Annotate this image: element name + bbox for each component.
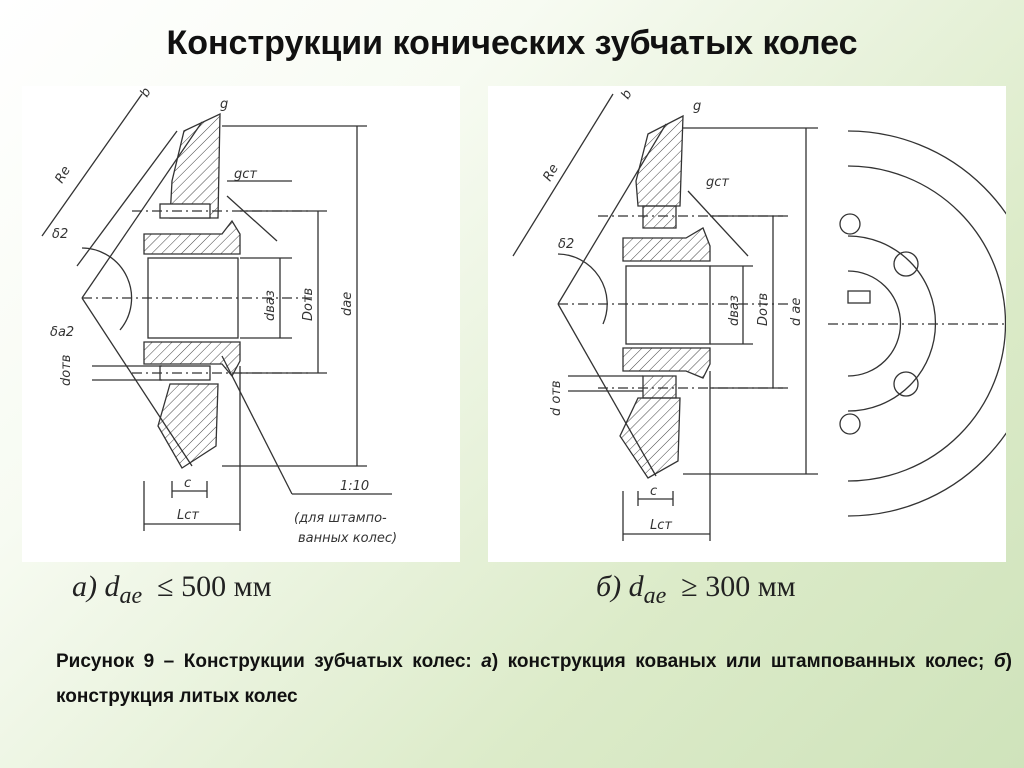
label-Dotv: Dотв (756, 293, 771, 326)
caption-label-a: а (481, 651, 492, 672)
formula-b: б) dae ≥ 300 мм (596, 570, 796, 610)
drawing-forged-gear-svg: b g Re gст δ2 δa2 dотв dваз Dотв dae c L… (41, 86, 397, 546)
formula-b-relation: ≥ 300 мм (681, 570, 796, 603)
label-gst: gст (706, 175, 729, 190)
formula-b-prefix: б) (596, 570, 622, 603)
label-Dotv: Dотв (301, 288, 316, 321)
label-dvaz: dваз (263, 290, 278, 321)
caption-label-b: б (993, 651, 1006, 672)
formula-b-sub: ae (643, 583, 667, 609)
hub-upper-section (622, 227, 711, 262)
web-lower (642, 375, 677, 399)
label-delta2: δ2 (52, 227, 68, 242)
label-Re: Re (540, 162, 562, 184)
web-upper (642, 205, 677, 229)
keyway (847, 290, 871, 304)
bore (625, 265, 711, 345)
label-dae: dae (340, 292, 355, 316)
label-Re: Re (52, 164, 74, 186)
wheel-bore-arc (847, 270, 902, 377)
label-taper: 1:10 (340, 479, 369, 494)
label-Lst: Lст (650, 518, 672, 533)
wheel-rim-arc (847, 165, 1006, 482)
caption-part-2: ) конструкция кованых или штампованных к… (491, 651, 994, 672)
formula-b-var: d (628, 570, 644, 603)
label-c: c (650, 484, 657, 499)
label-g: g (220, 97, 228, 112)
label-dvaz: dваз (727, 295, 742, 326)
formula-a: а) dae ≤ 500 мм (72, 570, 272, 610)
slide-title: Конструкции конических зубчатых колес (166, 24, 858, 62)
label-dotv: dотв (59, 355, 74, 386)
label-deltaa2: δa2 (50, 325, 74, 340)
caption-part-3: ) конструкция литых колес (56, 651, 1012, 707)
note-line-1: (для штампо- (294, 511, 387, 526)
hub-upper-section (143, 219, 241, 255)
wheel-hole-left-upper (839, 213, 861, 235)
label-c: c (184, 476, 191, 491)
label-g: g (693, 99, 701, 114)
hub-lower-section (622, 347, 711, 379)
wheel-hole-upper (893, 251, 919, 277)
drawing-cast-gear: b g Re gст δ2 d отв dваз Dотв d ae c Lст (488, 86, 1006, 562)
label-gst: gст (234, 167, 257, 182)
note-line-2: ванных колес) (298, 531, 397, 546)
caption-part-1: Рисунок 9 – Конструкции зубчатых колес: (56, 651, 482, 672)
lower-tooth-section (619, 397, 681, 479)
wheel-hole-lower (893, 371, 919, 397)
label-Lst: Lст (177, 508, 199, 523)
wheel-outer-arc (847, 130, 1006, 517)
formula-a-relation: ≤ 500 мм (157, 570, 272, 603)
drawing-cast-gear-svg: b g Re gст δ2 d отв dваз Dотв d ae c Lст (512, 87, 1006, 541)
drawing-forged-gear: b g Re gст δ2 δa2 dотв dваз Dотв dae c L… (22, 86, 460, 562)
label-dotv: d отв (549, 380, 564, 416)
label-b: b (618, 87, 635, 102)
label-delta2: δ2 (558, 237, 574, 252)
label-dae: d ae (789, 298, 804, 326)
upper-tooth-section (169, 112, 221, 219)
formula-a-sub: ae (119, 583, 143, 609)
formula-a-prefix: а) (72, 570, 97, 603)
lower-tooth-section (157, 383, 219, 469)
figure-caption: Рисунок 9 – Конструкции зубчатых колес: … (56, 644, 1012, 714)
wheel-hole-left-lower (839, 413, 861, 435)
formula-a-var: d (104, 570, 120, 603)
